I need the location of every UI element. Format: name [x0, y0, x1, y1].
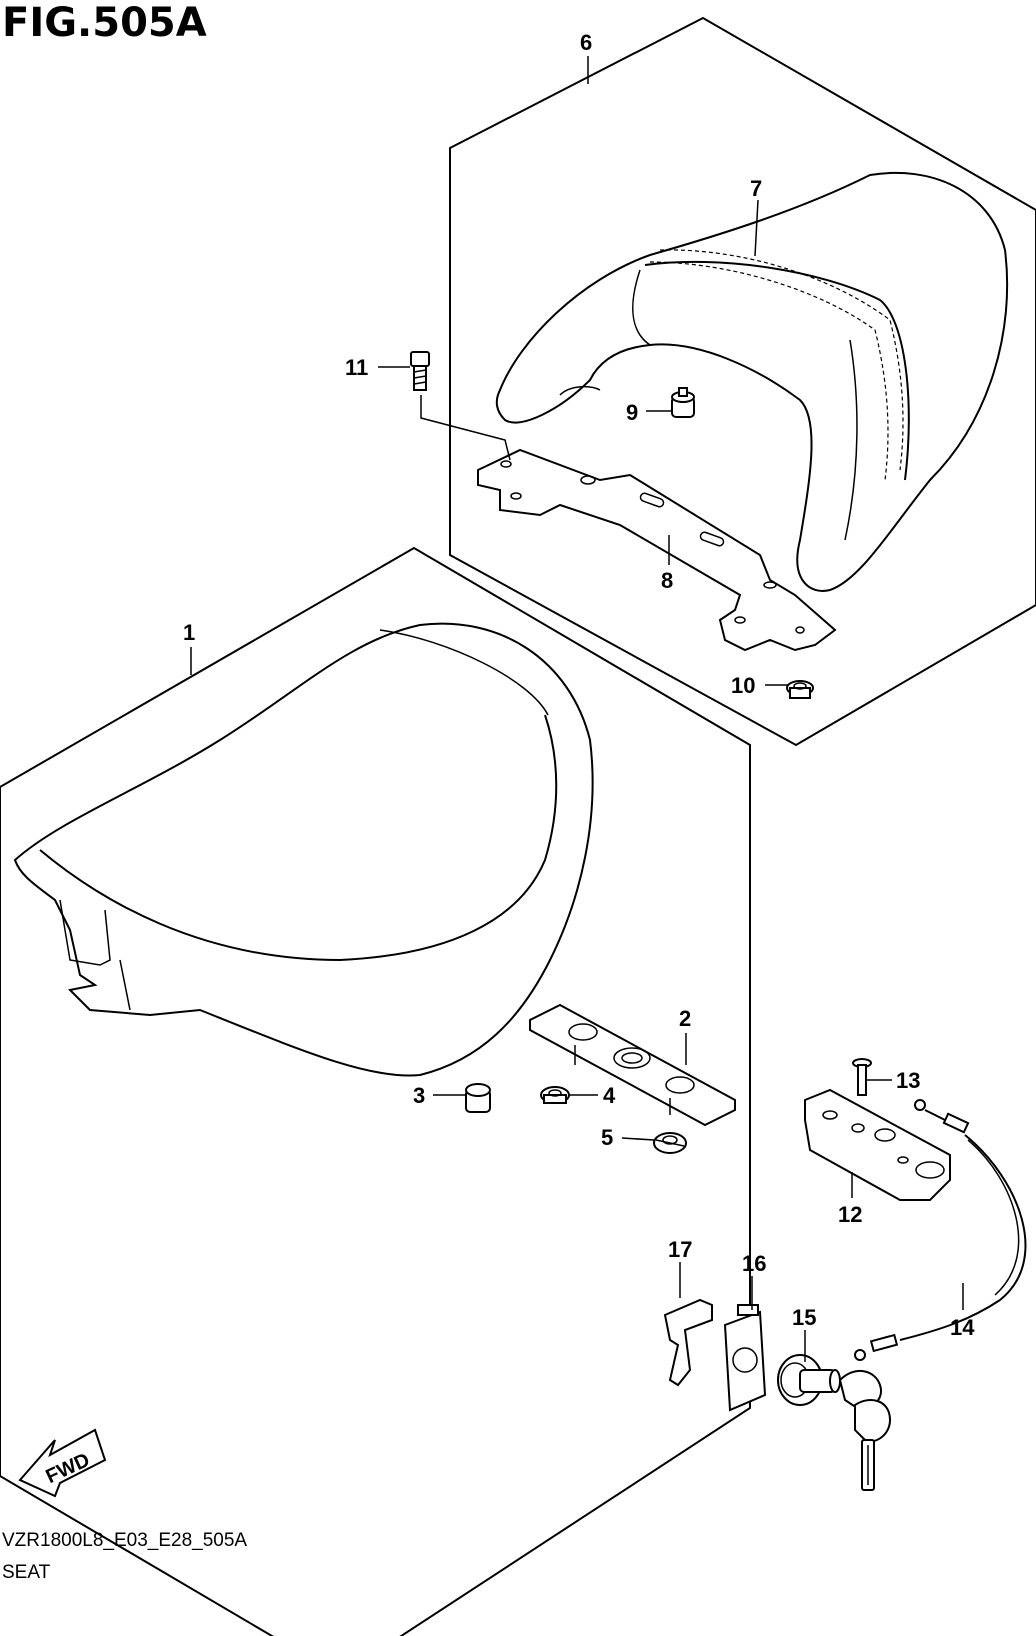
- rear-seat: [495, 171, 1009, 592]
- callout-12: 12: [838, 1202, 862, 1227]
- rear-seat-bracket: [477, 448, 837, 652]
- bolt-11: [410, 351, 430, 391]
- lock-bracket: [804, 1088, 951, 1201]
- callout-6: 6: [580, 30, 592, 55]
- callout-7: 7: [750, 176, 762, 201]
- callout-17: 17: [668, 1237, 692, 1262]
- cushion-3: [465, 1083, 491, 1113]
- plate-16: [723, 1304, 767, 1412]
- callout-14: 14: [950, 1315, 975, 1340]
- callout-2: 2: [679, 1006, 691, 1031]
- nut-4: [540, 1086, 570, 1104]
- callout-9: 9: [626, 400, 638, 425]
- screw-13: [852, 1058, 872, 1096]
- callout-5: 5: [601, 1125, 613, 1150]
- seat-lock-cable: [854, 1099, 1027, 1361]
- figure-title: FIG.505A: [2, 0, 207, 46]
- leader-lines: [190, 56, 964, 1362]
- callout-3: 3: [413, 1083, 425, 1108]
- clip-17: [663, 1298, 713, 1387]
- diagram-name: SEAT: [2, 1562, 51, 1583]
- forward-arrow-icon: FWD: [18, 1428, 107, 1498]
- diagram-code: VZR1800L8_E03_E28_505A: [2, 1530, 248, 1551]
- keys: [838, 1370, 892, 1491]
- callout-4: 4: [603, 1083, 616, 1108]
- callout-10: 10: [731, 673, 755, 698]
- front-seat-group-frame: [0, 546, 751, 1636]
- nut-5: [653, 1132, 687, 1154]
- nut-10: [786, 680, 814, 699]
- cushion-rubber-9: [671, 387, 695, 418]
- callout-16: 16: [742, 1251, 766, 1276]
- callout-1: 1: [183, 620, 195, 645]
- callout-13: 13: [896, 1068, 920, 1093]
- lock-cylinder: [777, 1354, 841, 1406]
- rear-seat-group-frame: [449, 16, 1036, 747]
- front-seat-bracket: [529, 1003, 736, 1127]
- callout-15: 15: [792, 1305, 816, 1330]
- front-seat: [13, 622, 594, 1077]
- callout-8: 8: [661, 568, 673, 593]
- callout-11: 11: [345, 355, 368, 380]
